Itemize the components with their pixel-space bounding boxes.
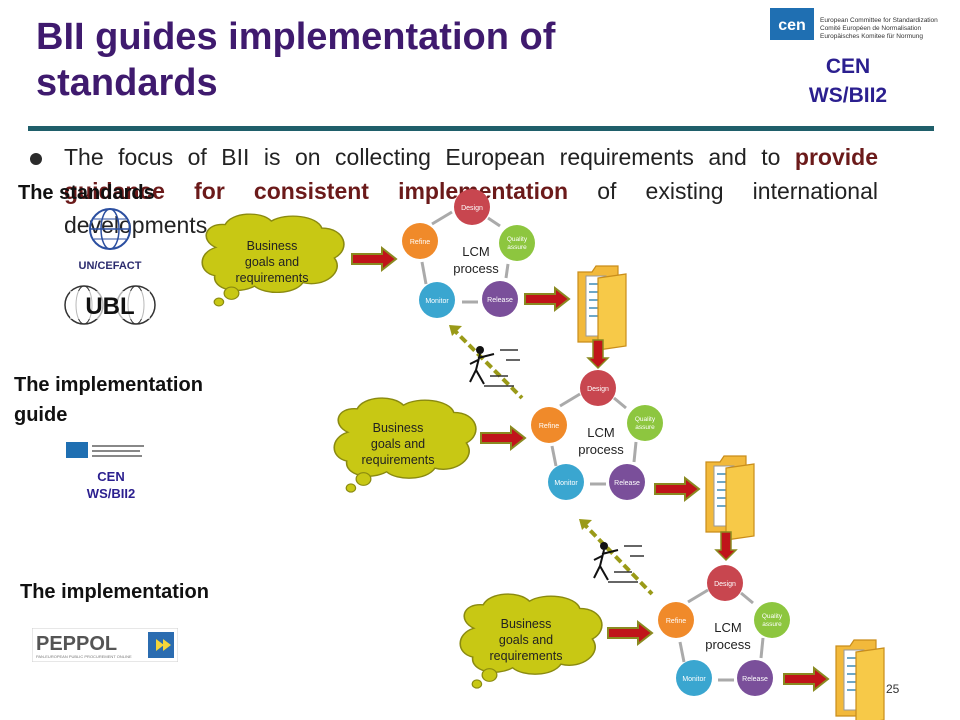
quality-label-line1: Quality bbox=[635, 416, 656, 423]
quality-label-line1: Quality bbox=[762, 613, 783, 620]
cen-label-line1: CEN bbox=[825, 55, 871, 78]
cen-logo-mark bbox=[770, 8, 814, 40]
cloud-line3: requirements bbox=[362, 453, 435, 467]
bullet-text-part2: of existing international developments. bbox=[64, 178, 878, 238]
guide-logo-line2: WS/BII2 bbox=[87, 486, 135, 501]
release-label: Release bbox=[614, 480, 640, 487]
cloud-line1: Business bbox=[373, 421, 424, 435]
page-number: 25 bbox=[886, 682, 900, 696]
lcm-cycle-2: Business goals and requirements Design Q… bbox=[333, 370, 755, 596]
release-node bbox=[609, 464, 645, 500]
monitor-label: Monitor bbox=[554, 480, 578, 487]
lcm-cycle-3: Business goals and requirements Design Q… bbox=[459, 565, 885, 720]
cen-logo-line1: European Committee for Standardization bbox=[820, 17, 938, 24]
uncefact-label: UN/CEFACT bbox=[79, 260, 142, 272]
release-node bbox=[482, 281, 518, 317]
ubl-logo: UBL bbox=[64, 285, 156, 325]
title-divider bbox=[28, 126, 934, 131]
cloud-line2: goals and bbox=[499, 633, 553, 647]
cen-logo-brand: cen bbox=[778, 17, 806, 34]
cloud-line2: goals and bbox=[245, 255, 299, 269]
cen-logo: cen European Committee for Standardizati… bbox=[770, 8, 938, 40]
slide-title: BII guides implementation of standards bbox=[36, 14, 756, 106]
design-node bbox=[580, 370, 616, 406]
design-label: Design bbox=[587, 386, 609, 393]
cen-label-line2: WS/BII2 bbox=[808, 84, 888, 107]
cloud-line3: requirements bbox=[236, 271, 309, 285]
cloud-line3: requirements bbox=[490, 649, 563, 663]
cen-wsbii2-label: CEN WS/BII2 bbox=[778, 52, 918, 110]
lcm-center-line1: LCM bbox=[587, 425, 614, 440]
refine-label: Refine bbox=[666, 618, 686, 625]
release-label: Release bbox=[487, 297, 513, 304]
slide-title-line2: standards bbox=[36, 62, 218, 104]
lcm-center-line2: process bbox=[453, 261, 499, 276]
quality-node bbox=[754, 602, 790, 638]
guide-cen-logo: CEN WS/BII2 bbox=[66, 442, 144, 501]
monitor-node bbox=[676, 660, 712, 696]
guide-label: The implementation guide bbox=[14, 370, 203, 430]
implementation-label: The implementation bbox=[20, 581, 209, 603]
peppol-label: PEPPOL bbox=[36, 633, 117, 655]
bullet-text-part1: The focus of BII is on collecting Europe… bbox=[64, 144, 795, 170]
walker-figure-icon bbox=[469, 346, 520, 387]
quality-label-line2: assure bbox=[507, 244, 527, 251]
monitor-label: Monitor bbox=[425, 298, 449, 305]
cen-logo-line2: Comité Européen de Normalisation bbox=[820, 25, 922, 32]
guide-label-line1: The implementation bbox=[14, 374, 203, 396]
cloud-line1: Business bbox=[501, 617, 552, 631]
release-label: Release bbox=[742, 676, 768, 683]
peppol-tagline: PAN-EUROPEAN PUBLIC PROCUREMENT ONLINE bbox=[36, 654, 132, 659]
ubl-label: UBL bbox=[85, 293, 134, 320]
monitor-node bbox=[419, 282, 455, 318]
release-node bbox=[737, 660, 773, 696]
cen-logo-line3: Europäisches Komitee für Normung bbox=[820, 33, 923, 40]
bullet-text: The focus of BII is on collecting Europe… bbox=[64, 140, 878, 242]
walker-figure-icon bbox=[593, 542, 644, 583]
guide-logo-line1: CEN bbox=[97, 469, 124, 484]
lcm-center-line1: LCM bbox=[714, 620, 741, 635]
quality-node bbox=[627, 405, 663, 441]
quality-label-line2: assure bbox=[762, 621, 782, 628]
monitor-label: Monitor bbox=[682, 676, 706, 683]
refine-node bbox=[658, 602, 694, 638]
guide-label-line2: guide bbox=[14, 404, 68, 426]
refine-node bbox=[531, 407, 567, 443]
cloud-line2: goals and bbox=[371, 437, 425, 451]
slide-title-line1: BII guides implementation of bbox=[36, 16, 556, 58]
quality-label-line2: assure bbox=[635, 424, 655, 431]
standards-logos: UN/CEFACT UBL bbox=[64, 208, 156, 325]
standards-label: The standards bbox=[18, 182, 155, 204]
un-emblem-icon bbox=[89, 208, 131, 250]
lcm-center-line2: process bbox=[705, 637, 751, 652]
peppol-logo: PEPPOL PAN-EUROPEAN PUBLIC PROCUREMENT O… bbox=[32, 628, 178, 662]
cen-small-mark bbox=[66, 442, 88, 458]
lcm-center-line1: LCM bbox=[462, 244, 489, 259]
design-node bbox=[707, 565, 743, 601]
design-label: Design bbox=[714, 581, 736, 588]
refine-label: Refine bbox=[539, 423, 559, 430]
bullet-dot bbox=[30, 153, 42, 165]
lcm-center-line2: process bbox=[578, 442, 624, 457]
monitor-node bbox=[548, 464, 584, 500]
